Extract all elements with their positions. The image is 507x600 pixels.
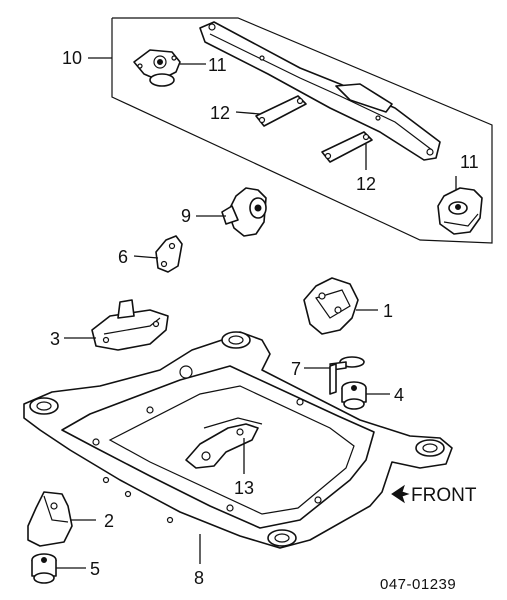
- front-arrow-icon: [391, 484, 410, 504]
- callout-1: 1: [383, 301, 393, 321]
- brace-bar-part: [199, 21, 441, 161]
- bracket-12-upper-part: [255, 95, 307, 127]
- callout-13: 13: [234, 478, 254, 498]
- callout-5: 5: [90, 559, 100, 579]
- callout-4: 4: [394, 385, 404, 405]
- mount-2-part: [27, 491, 73, 547]
- callout-3: 3: [50, 329, 60, 349]
- callout-7: 7: [291, 359, 301, 379]
- callout-11-left: 11: [208, 55, 227, 75]
- front-label: FRONT: [411, 485, 477, 506]
- callout-12-lower: 12: [356, 174, 376, 194]
- bracket-12-lower-part: [321, 131, 373, 163]
- mount-11-right-part: [437, 187, 483, 235]
- callout-8: 8: [194, 568, 204, 588]
- bracket-6-part: [155, 235, 183, 273]
- bushing-4-part: [341, 381, 367, 410]
- bolt-7-part: [329, 356, 365, 395]
- inset-panel: [111, 17, 493, 244]
- callout-2: 2: [104, 511, 114, 531]
- mount-3-part: [91, 299, 169, 351]
- callout-12-upper: 12: [210, 103, 230, 123]
- bracket-13-part: [185, 417, 263, 469]
- callout-10: 10: [62, 48, 82, 68]
- leader-lines: [56, 57, 457, 569]
- callout-11-right: 11: [460, 152, 479, 172]
- bushing-5-part: [31, 553, 57, 584]
- callout-6: 6: [118, 247, 128, 267]
- mount-11-left-part: [133, 49, 181, 87]
- callout-9: 9: [181, 206, 191, 226]
- mount-9-part: [221, 187, 267, 237]
- callout-numbers: 10 11 12 12 11 9 6 1 3 7 4 13 2 5 8: [50, 48, 479, 588]
- mount-1-part: [303, 277, 359, 335]
- diagram-code: 047-01239: [380, 576, 456, 593]
- front-indicator: FRONT: [391, 484, 477, 506]
